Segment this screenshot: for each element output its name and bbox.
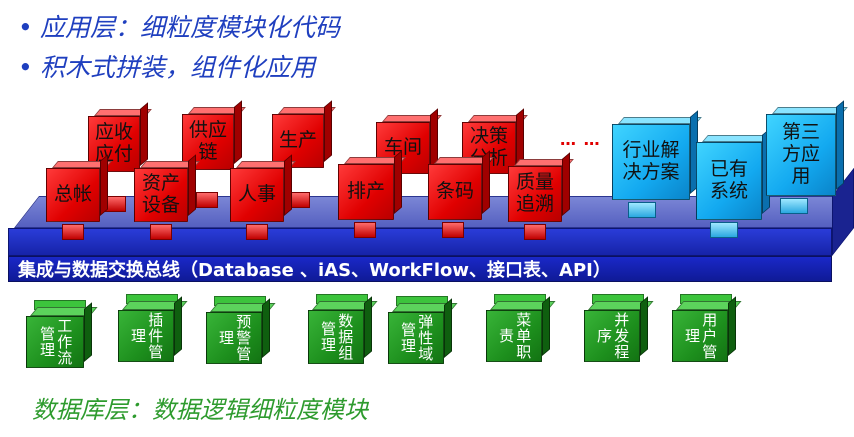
cube-side — [234, 100, 242, 164]
cube-side — [100, 154, 108, 216]
module-label: 已有系统 — [696, 142, 762, 220]
bullet-dot-2: • — [18, 53, 33, 82]
module-quality-trace: 质量追溯 — [508, 152, 574, 222]
cube-side — [394, 150, 402, 214]
cube-side — [562, 152, 570, 216]
db-module-menu-responsibility: 菜单职责 — [486, 294, 556, 362]
db-module-concurrent-program: 并发程序 — [584, 294, 654, 362]
module-label: 预警管理 — [206, 312, 262, 364]
module-label: 行业解决方案 — [612, 124, 690, 200]
module-label: 生产 — [272, 114, 324, 168]
module-label: 用户管理 — [672, 310, 728, 362]
bullet-text-2: 积木式拼装，组件化应用 — [40, 53, 316, 82]
db-module-data-group: 数据组管理 — [308, 294, 378, 364]
cube-side — [364, 296, 372, 358]
cube-side — [542, 296, 550, 356]
module-stem — [780, 198, 808, 214]
module-label: 人事 — [230, 168, 284, 222]
module-production: 生产 — [272, 100, 336, 168]
db-module-plugin: 插件管理 — [118, 294, 188, 362]
module-label: 弹性域管理 — [388, 312, 444, 364]
bullet-text-1: 应用层：细粒度模块化代码 — [40, 13, 341, 42]
db-module-workflow: 工作流管理 — [26, 300, 98, 368]
module-general-ledger: 总帐 — [46, 154, 112, 222]
module-industry-solution: 行业解决方案 — [612, 110, 702, 200]
module-label: 插件管理 — [118, 310, 174, 362]
database-layer-caption: 数据库层：数据逻辑细粒度模块 — [32, 396, 368, 424]
module-asset-equipment: 资产设备 — [134, 154, 200, 222]
module-scheduling: 排产 — [338, 150, 406, 220]
cube-side — [444, 298, 452, 358]
module-stem — [628, 202, 656, 218]
cube-side — [140, 102, 148, 166]
module-stem — [62, 224, 84, 240]
module-label: 工作流管理 — [26, 316, 84, 368]
bullet-dot-1: • — [18, 13, 33, 42]
bullet-building-block: •积木式拼装，组件化应用 — [18, 48, 315, 84]
cube-side — [836, 100, 844, 190]
module-stem — [524, 224, 546, 240]
cube-side — [284, 154, 292, 216]
module-label: 并发程序 — [584, 310, 640, 362]
module-label: 排产 — [338, 164, 394, 220]
module-stem — [196, 192, 218, 208]
db-module-alert: 预警管理 — [206, 296, 276, 364]
module-stem — [354, 222, 376, 238]
bullet-application-layer: •应用层：细粒度模块化代码 — [18, 8, 340, 44]
bus-label-band — [8, 256, 832, 282]
module-label: 资产设备 — [134, 168, 188, 222]
module-label: 总帐 — [46, 168, 100, 222]
cube-side — [728, 296, 736, 356]
db-module-user: 用户管理 — [672, 294, 742, 362]
cube-side — [188, 154, 196, 216]
cube-side — [324, 100, 332, 162]
module-label: 质量追溯 — [508, 166, 562, 222]
module-hr: 人事 — [230, 154, 296, 222]
module-barcode: 条码 — [428, 150, 494, 220]
bus-front-surface — [8, 228, 832, 256]
module-stem — [710, 222, 738, 238]
module-label: 数据组管理 — [308, 310, 364, 364]
cube-side — [84, 302, 92, 362]
cube-side — [262, 298, 270, 358]
bus-label: 集成与数据交换总线（Database 、iAS、WorkFlow、接口表、API… — [18, 260, 611, 281]
module-existing-system: 已有系统 — [696, 128, 774, 220]
module-third-party-app: 第三方应用 — [766, 100, 848, 196]
cube-side — [174, 296, 182, 356]
module-label: 第三方应用 — [766, 114, 836, 196]
more-modules-ellipsis: … … — [560, 130, 601, 149]
module-label: 条码 — [428, 164, 482, 220]
db-module-flex-field: 弹性域管理 — [388, 296, 458, 364]
cube-side — [482, 150, 490, 214]
module-label: 菜单职责 — [486, 310, 542, 362]
cube-side — [640, 296, 648, 356]
module-stem — [442, 222, 464, 238]
module-stem — [246, 224, 268, 240]
module-stem — [150, 224, 172, 240]
